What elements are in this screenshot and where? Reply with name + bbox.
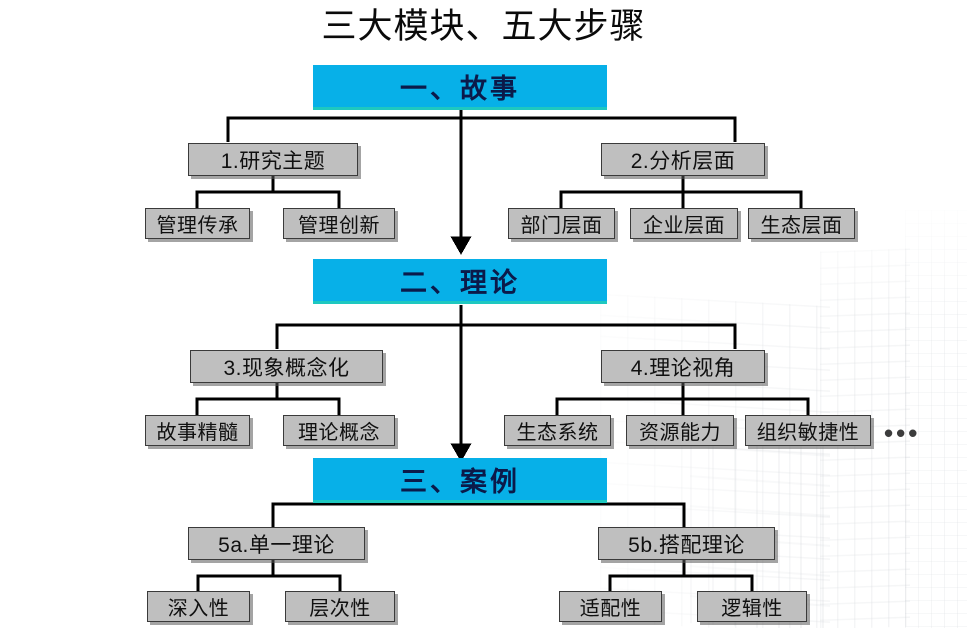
leaf-box-management-innovation[interactable]: 管理创新 [283,208,395,239]
step-box-theoretical-perspective[interactable]: 4.理论视角 [601,350,765,383]
branch-step5a-bus [196,574,342,591]
branch-step3-bus [195,397,341,415]
step-box-combined-theory[interactable]: 5b.搭配理论 [598,527,775,560]
leaf-box-logic[interactable]: 逻辑性 [697,591,807,622]
branch-module1-bus [226,116,737,142]
leaf-box-fitness[interactable]: 适配性 [559,591,662,622]
leaf-box-ecosystem[interactable]: 生态系统 [504,415,611,446]
step-box-research-topic[interactable]: 1.研究主题 [188,143,358,176]
leaf-box-department-level[interactable]: 部门层面 [508,208,615,239]
leaf-box-organizational-agility[interactable]: 组织敏捷性 [745,415,871,446]
module-box-theory[interactable]: 二、理论 [313,259,607,304]
module-box-case[interactable]: 三、案例 [313,458,607,503]
step-box-single-theory[interactable]: 5a.单一理论 [188,527,365,560]
leaf-box-theoretical-concept[interactable]: 理论概念 [283,415,395,446]
leaf-box-enterprise-level[interactable]: 企业层面 [630,208,738,239]
leaf-box-resource-capability[interactable]: 资源能力 [626,415,734,446]
module-box-story[interactable]: 一、故事 [313,65,607,110]
page-title: 三大模块、五大步骤 [321,7,646,46]
ellipsis-more-perspectives: ••• [884,418,921,448]
step-box-phenomenon-conceptualization[interactable]: 3.现象概念化 [190,350,383,383]
leaf-box-story-essence[interactable]: 故事精髓 [145,415,250,446]
leaf-box-ecosystem-level[interactable]: 生态层面 [748,208,855,239]
leaf-box-management-inheritance[interactable]: 管理传承 [145,208,250,239]
leaf-box-hierarchy[interactable]: 层次性 [285,591,395,622]
branch-step1-bus [195,190,341,208]
leaf-box-depth[interactable]: 深入性 [147,591,250,622]
step-box-analysis-level[interactable]: 2.分析层面 [601,143,765,176]
